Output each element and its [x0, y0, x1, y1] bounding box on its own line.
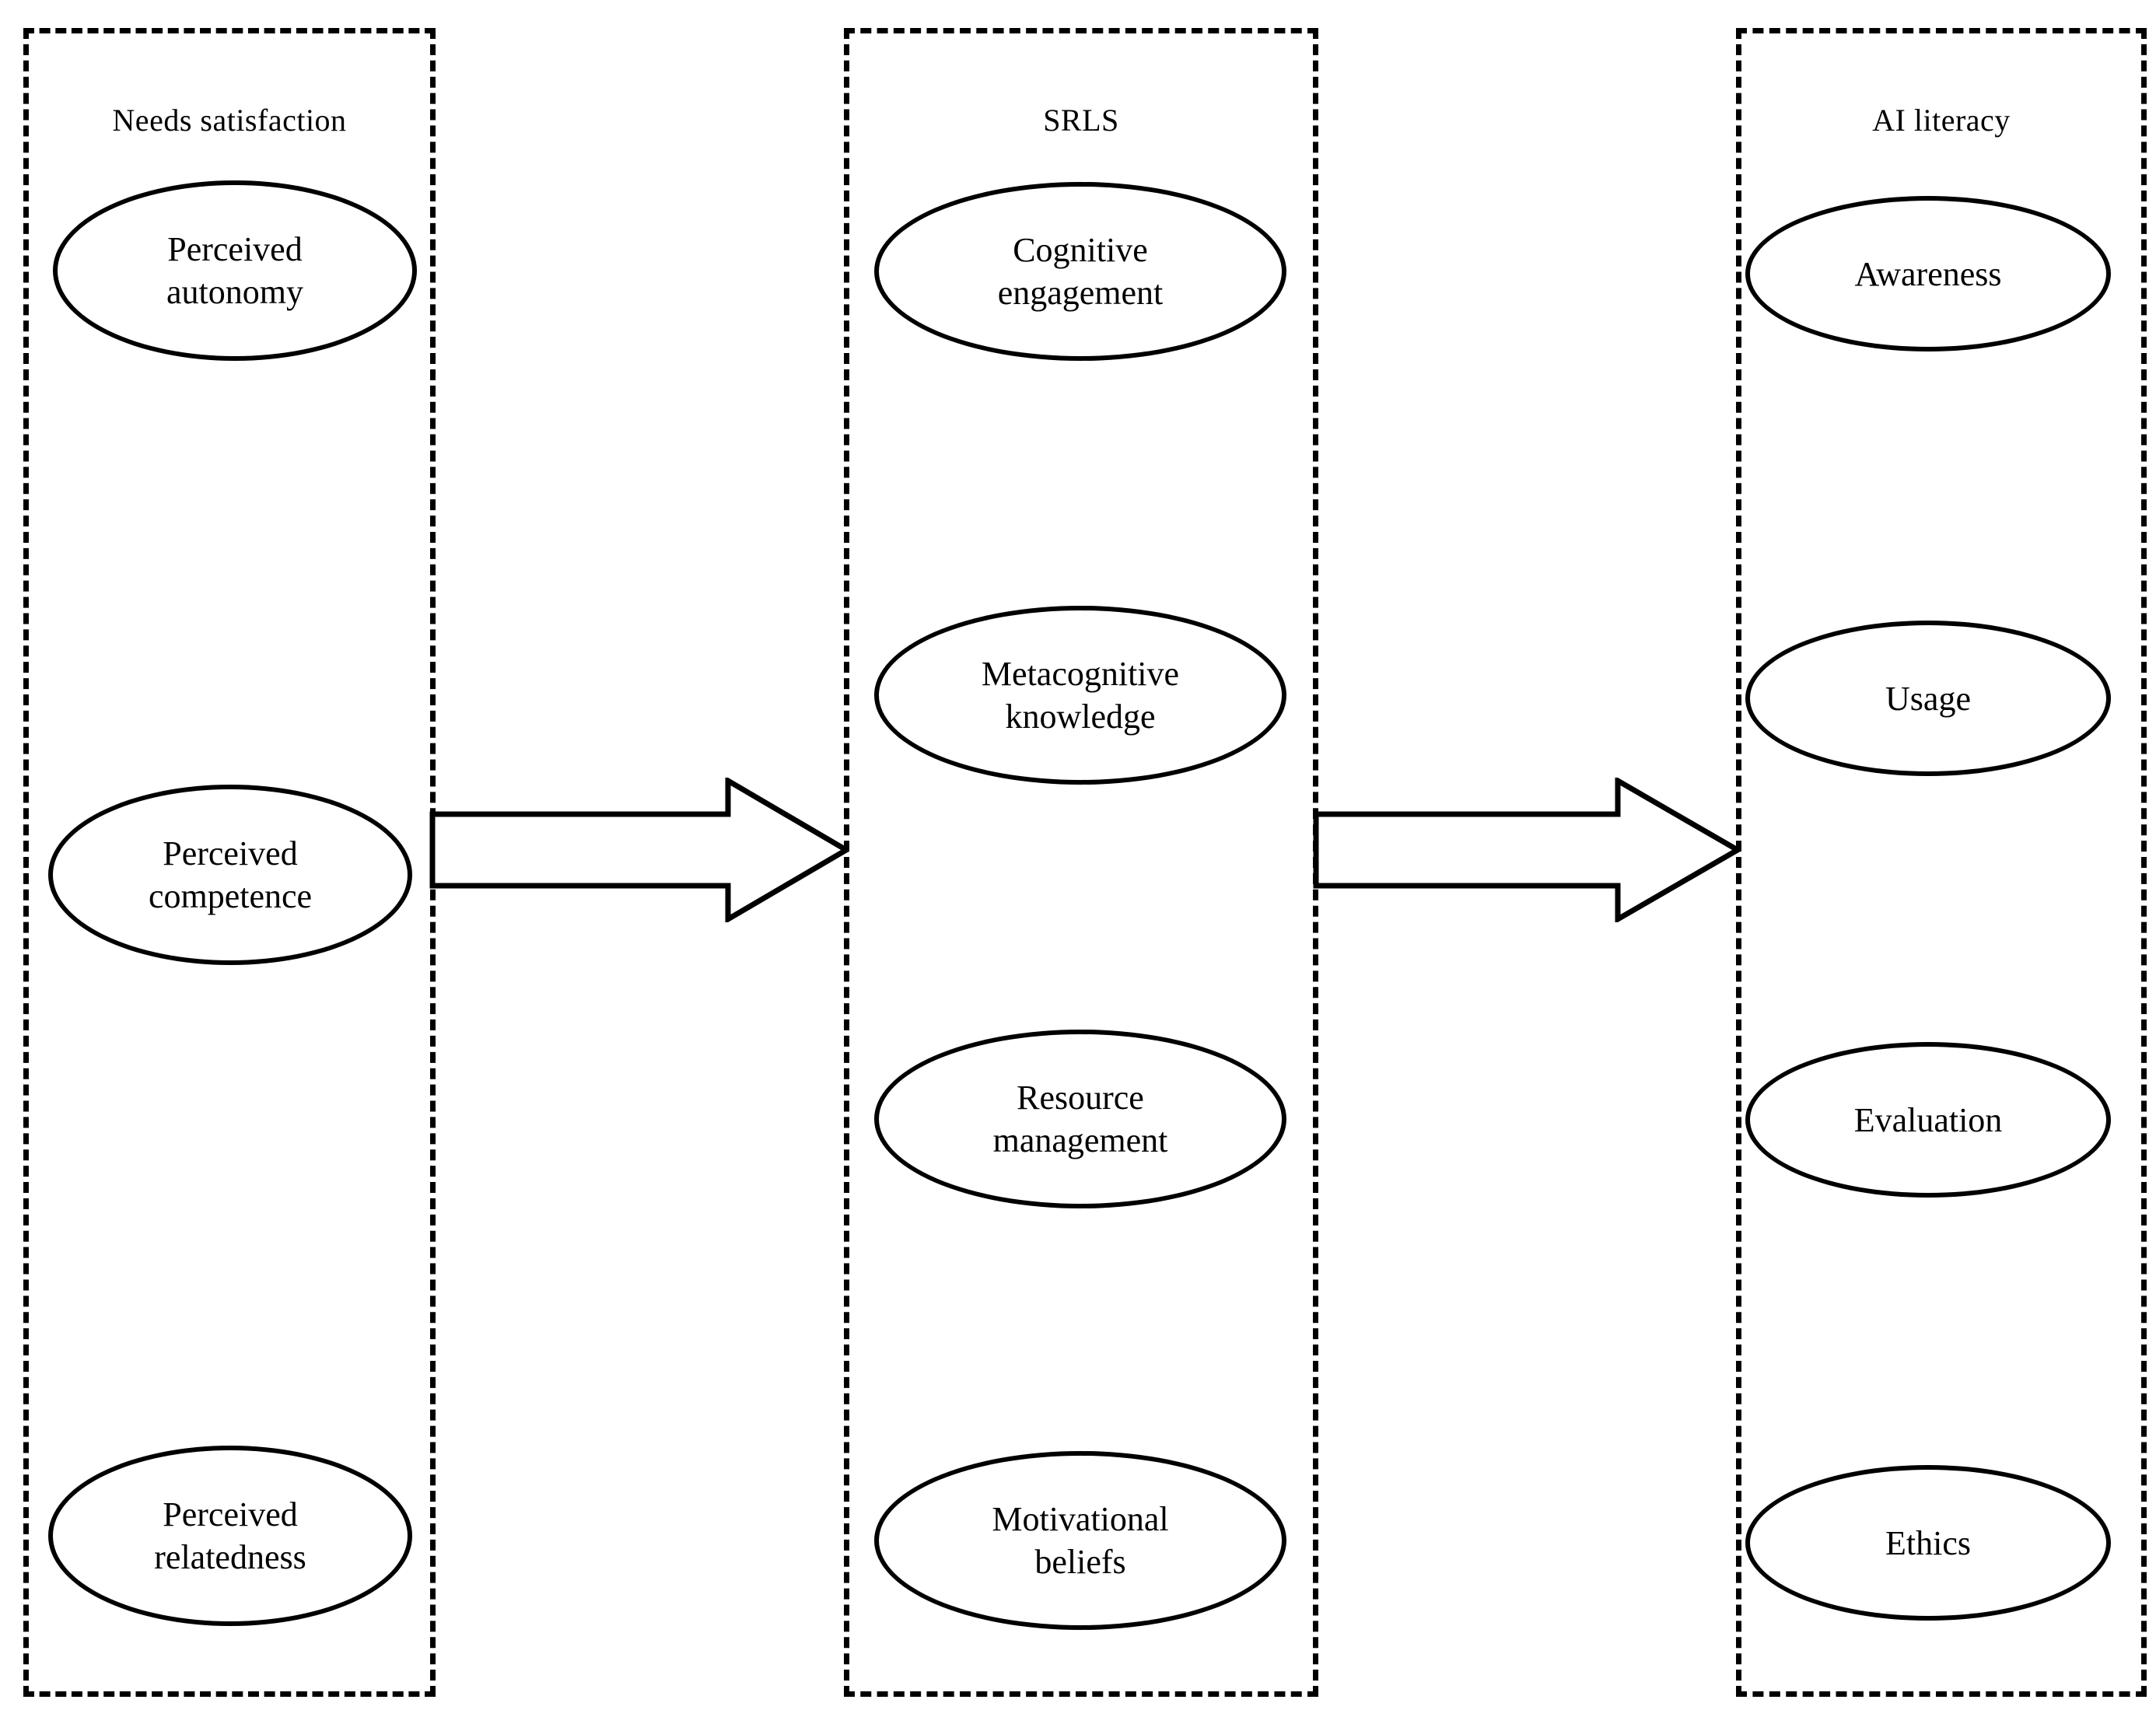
node-label-motivational-beliefs: Motivational beliefs: [992, 1500, 1169, 1581]
node-motivational-beliefs: Motivational beliefs: [874, 1451, 1286, 1630]
node-label-perceived-relatedness: Perceived relatedness: [154, 1495, 306, 1576]
node-label-metacognitive-knowledge: Metacognitive knowledge: [981, 655, 1180, 736]
panel-title-ai-literacy: AI literacy: [1872, 103, 2011, 138]
panel-title-needs-satisfaction: Needs satisfaction: [112, 103, 347, 138]
node-cognitive-engagement: Cognitive engagement: [874, 182, 1286, 361]
node-perceived-autonomy: Perceived autonomy: [53, 180, 417, 361]
node-awareness: Awareness: [1745, 196, 2111, 351]
node-label-resource-management: Resource management: [992, 1079, 1168, 1159]
node-label-awareness: Awareness: [1854, 254, 2002, 293]
node-ethics: Ethics: [1745, 1465, 2111, 1621]
node-evaluation: Evaluation: [1745, 1042, 2111, 1198]
arrow-srls-to-ai-literacy: [1313, 778, 1741, 922]
node-label-perceived-autonomy: Perceived autonomy: [166, 230, 303, 311]
node-resource-management: Resource management: [874, 1030, 1286, 1208]
node-label-evaluation: Evaluation: [1853, 1100, 2003, 1139]
node-perceived-competence: Perceived competence: [48, 785, 412, 965]
node-label-cognitive-engagement: Cognitive engagement: [997, 231, 1164, 312]
node-perceived-relatedness: Perceived relatedness: [48, 1446, 412, 1626]
panel-title-srls: SRLS: [1043, 103, 1119, 138]
node-label-usage: Usage: [1885, 679, 1971, 718]
node-label-ethics: Ethics: [1885, 1523, 1971, 1562]
node-usage: Usage: [1745, 621, 2111, 776]
node-label-perceived-competence: Perceived competence: [148, 834, 313, 915]
panel-ai-literacy: AI literacy: [1736, 28, 2147, 1697]
node-metacognitive-knowledge: Metacognitive knowledge: [874, 606, 1286, 785]
arrow-needs-to-srls: [429, 778, 849, 922]
